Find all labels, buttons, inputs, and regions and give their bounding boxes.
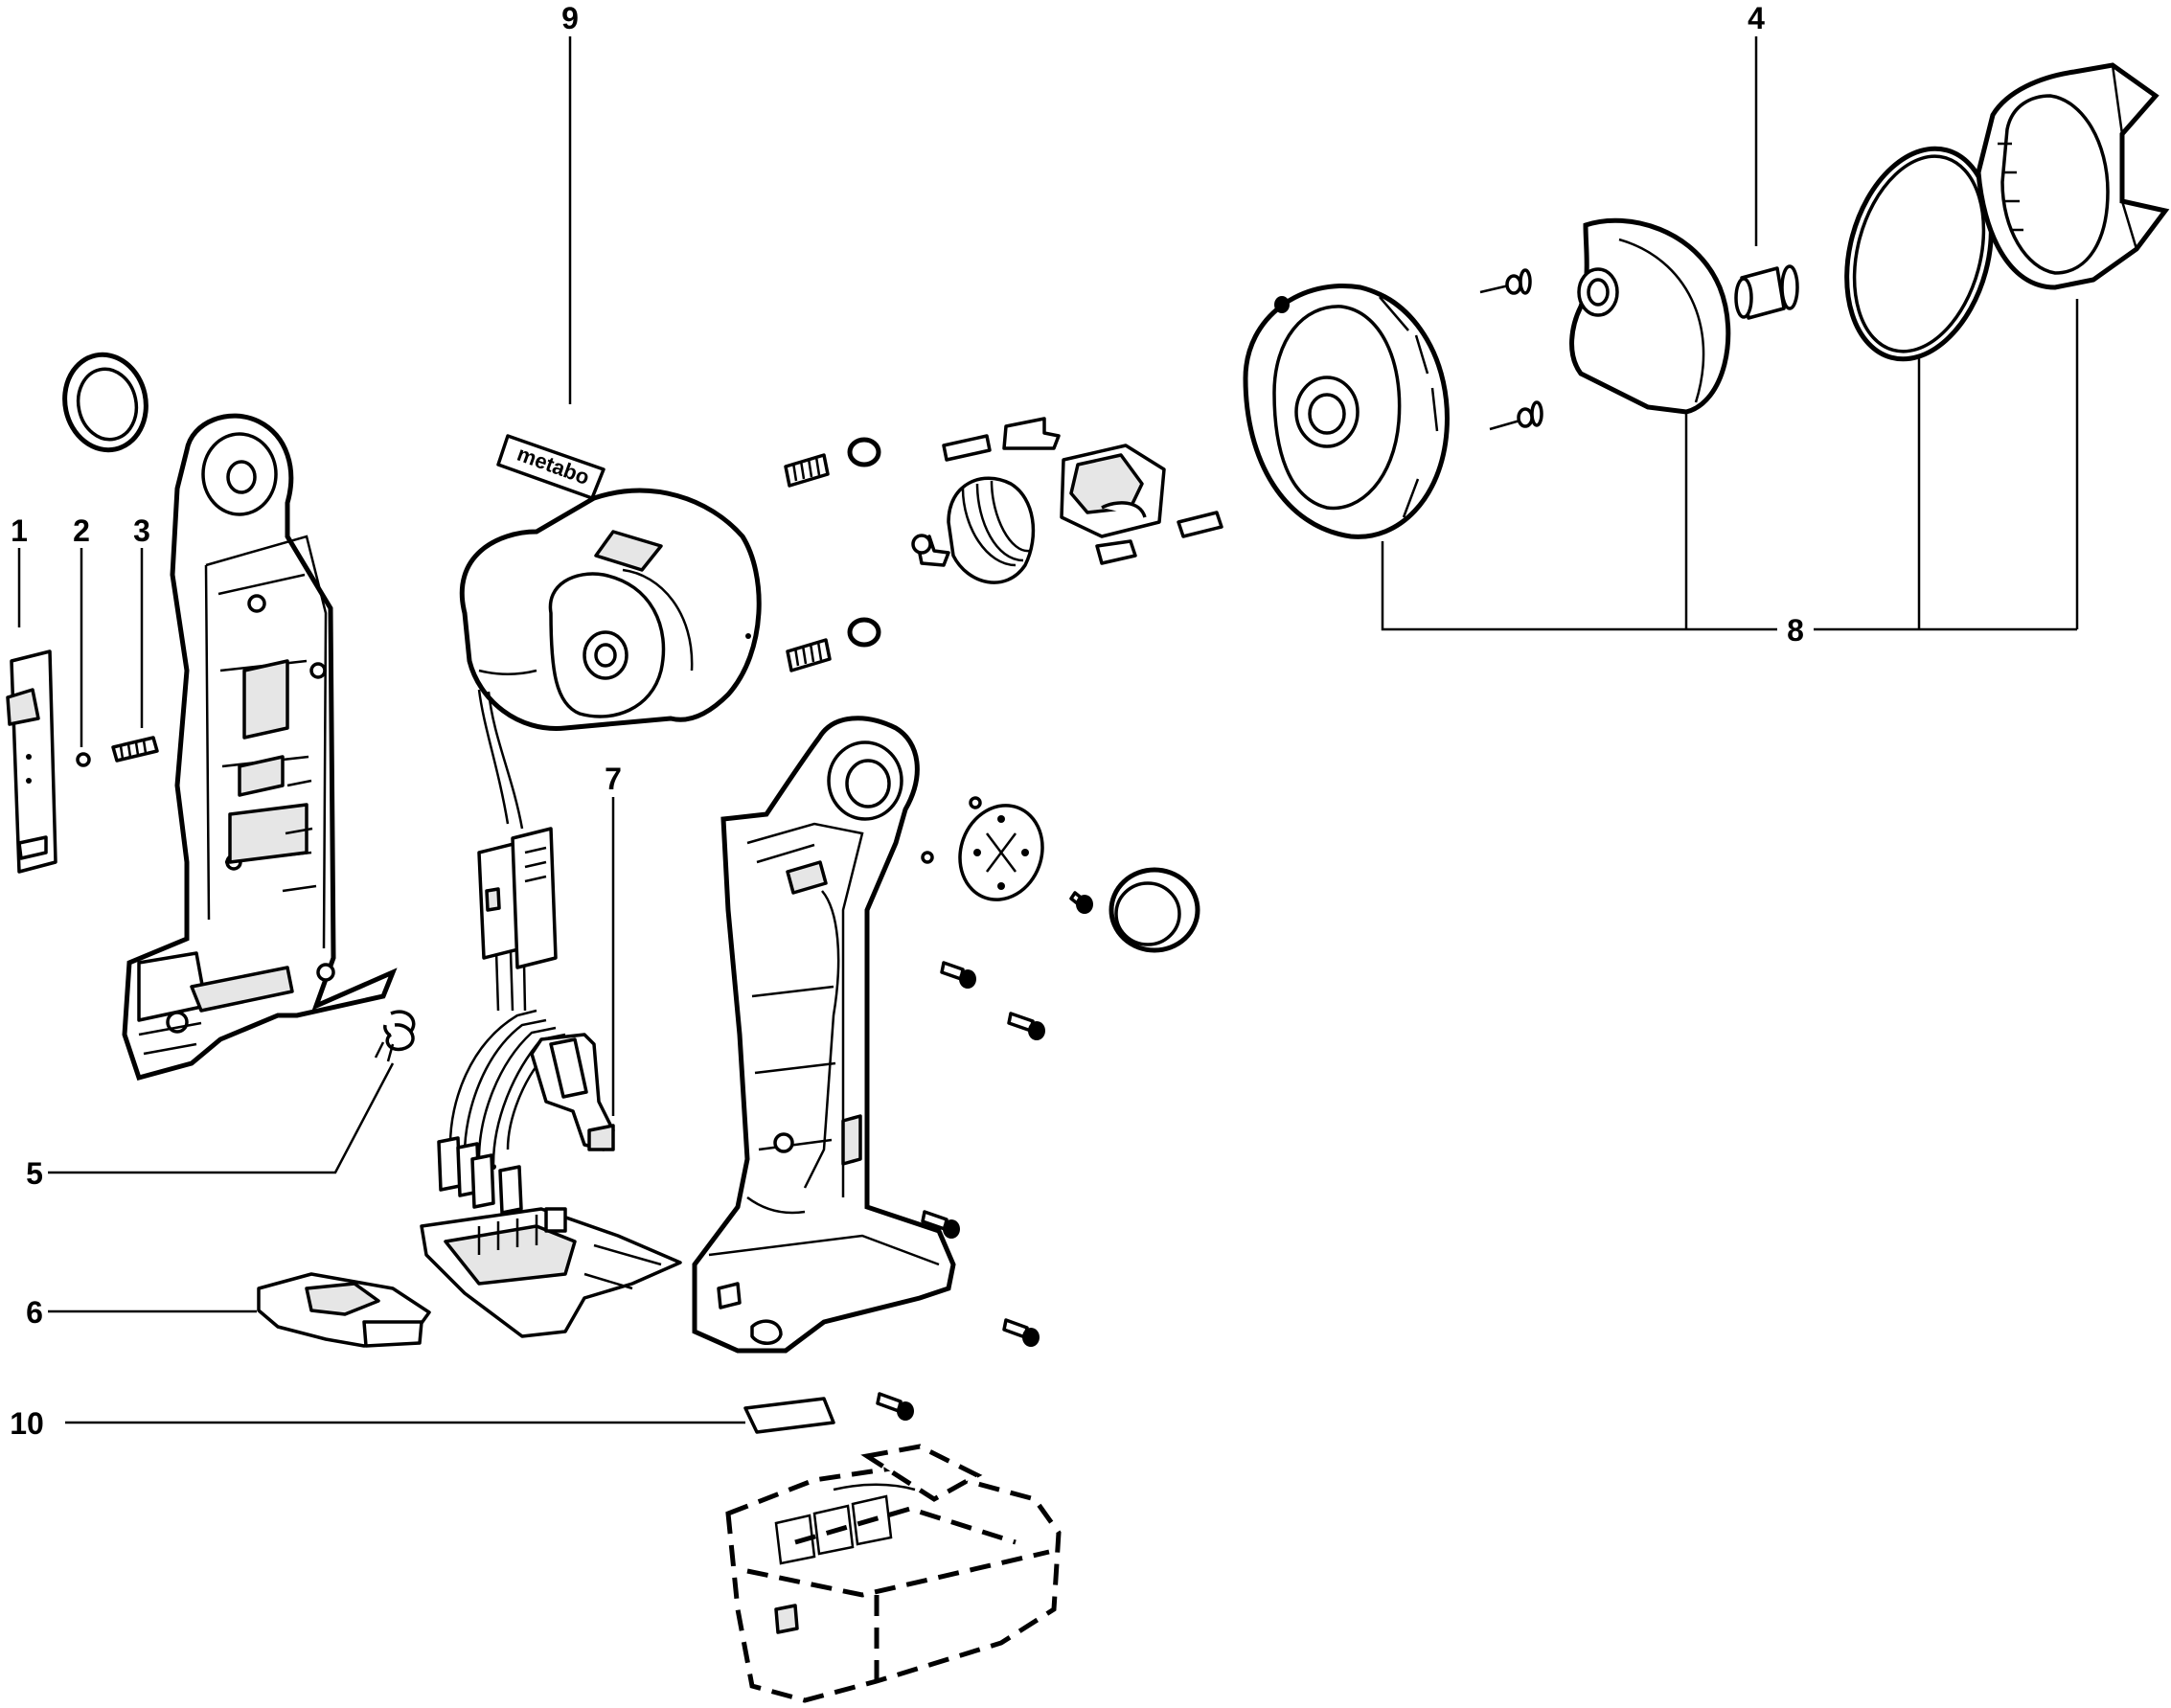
left-housing-half — [122, 413, 398, 1082]
ball-part — [76, 752, 91, 767]
callout-10: 10 — [10, 1406, 44, 1441]
lens-part — [1844, 146, 1994, 362]
reflector-part — [1569, 217, 1731, 415]
callout-6: 6 — [26, 1295, 43, 1330]
spring-part — [111, 736, 159, 763]
terminal-block-part — [420, 1207, 682, 1338]
screw-part — [1479, 268, 1532, 295]
screw-part — [1007, 1012, 1045, 1040]
right-housing-half — [692, 716, 956, 1354]
screw-part — [1002, 1318, 1040, 1347]
screw-part — [1489, 400, 1543, 431]
pivot-disc-part — [921, 796, 1044, 901]
callout-3: 3 — [133, 513, 150, 548]
callout-8: 8 — [1787, 613, 1804, 648]
bezel-housing-part — [1243, 284, 1450, 539]
battery-pack-part — [725, 1444, 1062, 1703]
pivot-cap-part — [1108, 867, 1200, 953]
rating-label-part — [743, 1397, 835, 1434]
screw-part — [876, 1392, 914, 1421]
clip-part — [374, 1010, 416, 1062]
front-cap-part — [1976, 62, 2170, 290]
switch-slider-part — [6, 649, 57, 874]
switch-module-part — [477, 827, 558, 969]
led-assembly-part — [911, 417, 1223, 584]
screws-lower — [876, 891, 1093, 1421]
brand-label-part: metabo — [496, 434, 606, 500]
screw-part — [921, 1210, 960, 1239]
callout-9: 9 — [561, 1, 579, 35]
head-housing-part — [459, 488, 762, 731]
screw-part — [940, 961, 976, 989]
button-part — [1734, 264, 1799, 320]
screws-upper — [1479, 268, 1543, 431]
callout-1: 1 — [11, 513, 28, 548]
contact-sleeves-part — [437, 1136, 523, 1215]
callout-2: 2 — [73, 513, 90, 548]
battery-latch-part — [257, 1272, 431, 1348]
callout-4: 4 — [1748, 1, 1765, 35]
springs-washers-part — [784, 437, 881, 672]
leader-lines — [17, 36, 2079, 1424]
bezel-ring-part — [62, 352, 149, 453]
callout-7: 7 — [605, 762, 622, 796]
callout-5: 5 — [26, 1156, 43, 1191]
switch-bracket-part — [530, 1033, 615, 1151]
screw-part — [1069, 891, 1093, 914]
